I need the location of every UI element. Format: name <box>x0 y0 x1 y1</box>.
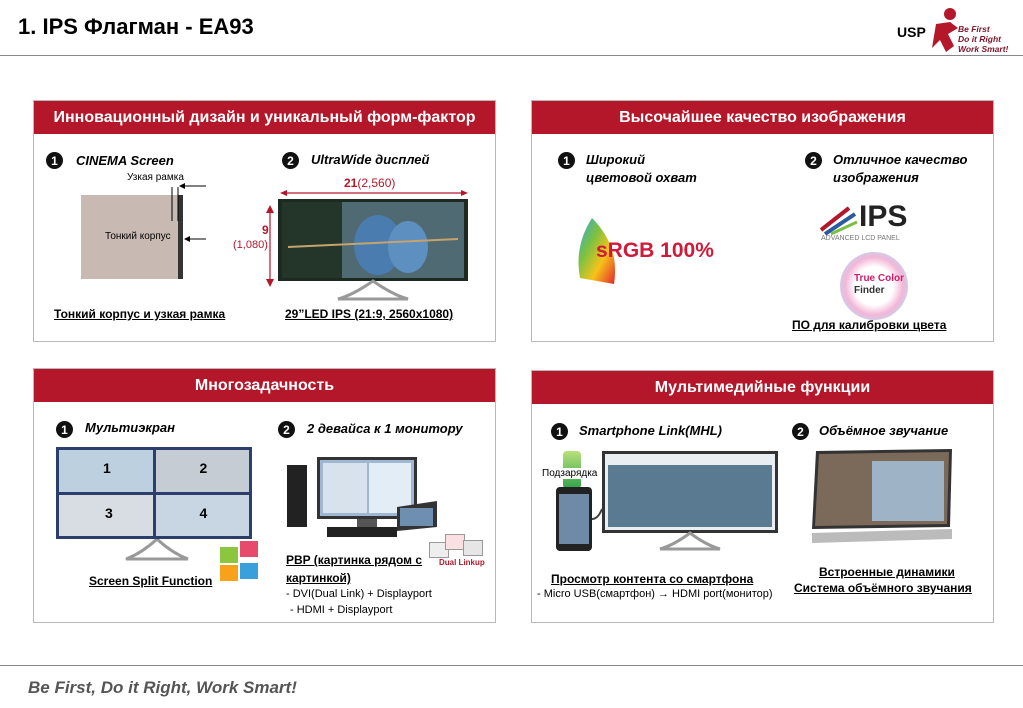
srgb-badge: sRGB 100% <box>596 239 714 262</box>
thin-body-label: Тонкий корпус <box>105 231 171 242</box>
width-ratio: 21(2,560) <box>344 176 395 190</box>
caption: 29”LED IPS (21:9, 2560x1080) <box>285 307 454 321</box>
width-pixels: (2,560) <box>357 176 396 190</box>
caption: ПО для калибровки цвета <box>792 318 947 332</box>
item-line-1: Широкий <box>586 152 646 167</box>
ips-swoosh-icon <box>819 206 858 236</box>
item-label: Smartphone Link(MHL) <box>579 423 722 438</box>
item-line-2: цветовой охват <box>586 170 697 185</box>
panel-heading: Инновационный дизайн и уникальный форм-ф… <box>34 101 495 134</box>
caption-line-2: картинкой) <box>286 571 351 585</box>
dual-linkup-icon: Dual Linkup <box>429 534 497 574</box>
caption: Просмотр контента со смартфона <box>551 572 754 586</box>
brand-logo: Be First Do it Right Work Smart! <box>928 6 1020 56</box>
number-badge: 2 <box>805 152 822 169</box>
connection-line-2: - HDMI + Displayport <box>290 604 393 616</box>
height-ratio: 9 <box>262 223 269 237</box>
item-label: Мультиэкран <box>85 420 175 435</box>
item-label: Объёмное звучание <box>819 423 949 438</box>
number-badge: 2 <box>282 152 299 169</box>
height-arrow-icon <box>266 205 274 287</box>
panel-multimedia: Мультимедийные функции 1 Smartphone Link… <box>531 370 994 623</box>
number-badge: 1 <box>46 152 63 169</box>
split-tiles-icon <box>220 541 270 585</box>
panel-heading: Мультимедийные функции <box>532 371 993 404</box>
number-badge: 1 <box>56 421 73 438</box>
speaker-monitor-illustration <box>812 449 952 543</box>
narrow-frame-label: Узкая рамка <box>127 172 184 183</box>
color-gamut-icon <box>578 218 616 284</box>
quadrant-number: 4 <box>199 504 208 521</box>
item-label: 2 девайса к 1 монитору <box>307 421 463 436</box>
footer-divider <box>0 665 1023 666</box>
quadrant-number: 2 <box>199 460 208 476</box>
panel-design: Инновационный дизайн и уникальный форм-ф… <box>33 100 496 342</box>
charging-label: Подзарядка <box>542 468 598 479</box>
number-badge: 1 <box>551 423 568 440</box>
height-pixels: (1,080) <box>233 239 268 251</box>
runner-icon <box>932 8 958 52</box>
split-quadrant: 1 <box>59 450 153 492</box>
number-badge: 1 <box>558 152 575 169</box>
caption: Screen Split Function <box>89 574 213 588</box>
split-quadrant: 2 <box>155 450 249 492</box>
connection-line-1: - DVI(Dual Link) + Displayport <box>286 588 432 600</box>
item-label: CINEMA Screen <box>76 153 174 168</box>
panel-heading: Многозадачность <box>34 369 495 402</box>
monitor-stand-icon <box>125 539 189 561</box>
panel-image-quality: Высочайшее качество изображения 1 Широки… <box>531 100 994 342</box>
connection-note: - Micro USB(смартфон) → HDMI port(монито… <box>537 588 773 600</box>
ultrawide-monitor-illustration <box>278 190 468 301</box>
finder-line-2: Finder <box>854 285 885 296</box>
item-line-1: Отличное качество <box>833 152 968 167</box>
panel-multitasking: Многозадачность 1 Мультиэкран 1 2 3 4 Sc… <box>33 368 496 623</box>
split-screen-illustration: 1 2 3 4 <box>56 447 252 539</box>
logo-line-3: Work Smart! <box>958 44 1009 54</box>
item-label: UltraWide дисплей <box>311 152 430 167</box>
caption-line-2: Система объёмного звучания <box>794 581 972 595</box>
caption-line-1: Встроенные динамики <box>819 565 955 579</box>
split-quadrant: 4 <box>155 494 249 536</box>
width-ratio-bold: 21 <box>344 176 358 190</box>
number-badge: 2 <box>278 421 295 438</box>
header-divider <box>0 55 1023 56</box>
number-badge: 2 <box>792 423 809 440</box>
logo-line-2: Do it Right <box>958 34 1001 44</box>
panel-heading: Высочайшее качество изображения <box>532 101 993 134</box>
ips-logo: IPS <box>859 200 908 233</box>
ips-subtitle: ADVANCED LCD PANEL <box>821 235 900 242</box>
two-devices-illustration <box>287 457 437 537</box>
caption-line-1: PBP (картинка рядом с <box>286 553 423 567</box>
caption: Тонкий корпус и узкая рамка <box>54 307 226 321</box>
usp-label: USP <box>897 24 926 40</box>
dual-linkup-label: Dual Linkup <box>439 558 485 567</box>
item-line-2: изображения <box>833 170 919 185</box>
page-title: 1. IPS Флагман - EA93 <box>18 14 254 39</box>
footer-slogan: Be First, Do it Right, Work Smart! <box>28 678 297 697</box>
smartphone-link-illustration <box>556 451 778 551</box>
logo-line-1: Be First <box>958 24 990 34</box>
split-quadrant: 3 <box>59 494 153 536</box>
true-color-finder-icon <box>840 252 908 320</box>
finder-line-1: True Color <box>854 273 905 284</box>
quadrant-number: 3 <box>105 504 113 521</box>
quadrant-number: 1 <box>103 460 111 476</box>
